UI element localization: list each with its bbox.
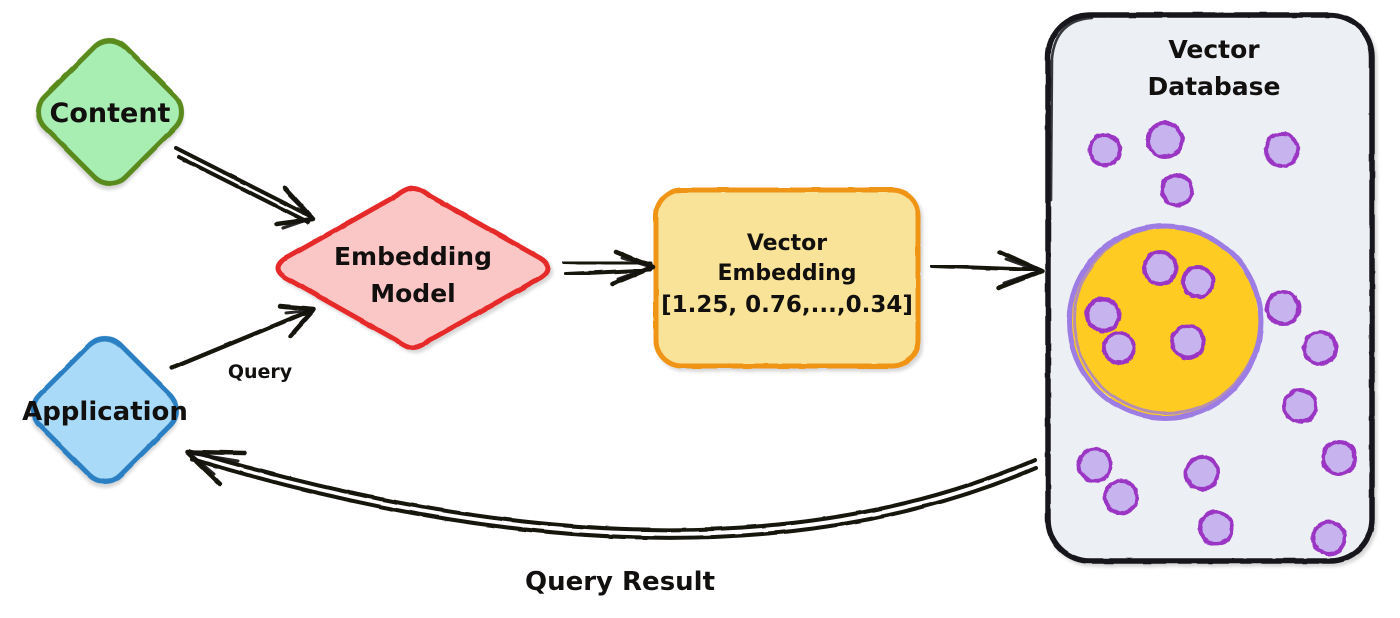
- vector-embedding-shape: [653, 187, 921, 369]
- similarity-circle-outline-2: [1072, 225, 1262, 415]
- vector-blob: [1302, 330, 1338, 366]
- edge-embedding-to-database: [930, 249, 1045, 291]
- vector-embedding-label-line1: Vector: [747, 231, 827, 256]
- edge-label-query: Query: [228, 361, 293, 383]
- edge-application-to-model: Query: [169, 303, 317, 383]
- vector-blob: [1282, 388, 1318, 424]
- vector-blob: [1184, 455, 1220, 491]
- vector-embedding-label-line3: [1.25, 0.76,...,0.34]: [661, 292, 913, 318]
- vector-blob: [1085, 297, 1121, 333]
- vector-blob: [1142, 250, 1178, 286]
- vector-blob: [1160, 173, 1194, 207]
- edge-database-to-application: Query Result: [184, 449, 1038, 597]
- vector-blob: [1181, 265, 1215, 299]
- embedding-model-label-line1: Embedding: [334, 242, 492, 271]
- embedding-model-shape: [275, 185, 551, 351]
- edge-content-to-model: [174, 146, 316, 230]
- content-node[interactable]: Content: [29, 31, 190, 192]
- vector-embedding-label-line2: Embedding: [717, 261, 856, 286]
- content-label: Content: [50, 98, 171, 129]
- vector-blob: [1198, 510, 1234, 546]
- vector-blob: [1088, 133, 1122, 167]
- edge-label-query-result: Query Result: [525, 567, 715, 597]
- vector-blob: [1321, 440, 1357, 476]
- application-node[interactable]: Application: [22, 329, 188, 490]
- vector-blob: [1102, 331, 1136, 365]
- vector-blob: [1311, 520, 1347, 556]
- vector-blob-group: [1077, 121, 1357, 556]
- vector-embedding-node[interactable]: Vector Embedding [1.25, 0.76,...,0.34]: [653, 187, 921, 369]
- embedding-model-label-line2: Model: [370, 279, 455, 308]
- vector-blob: [1103, 479, 1139, 515]
- vector-blob: [1264, 132, 1300, 168]
- edge-model-to-embedding: [562, 249, 656, 287]
- vector-blob: [1077, 447, 1113, 483]
- application-sketch-outline: [35, 339, 121, 400]
- vector-database-sketch-outline: [1049, 16, 1094, 202]
- vector-database-label-line2: Database: [1147, 72, 1280, 101]
- application-label: Application: [22, 397, 188, 427]
- vector-database-label-line1: Vector: [1168, 35, 1260, 64]
- vector-blob: [1146, 121, 1184, 159]
- vector-blob: [1265, 290, 1301, 326]
- vector-blob: [1170, 324, 1206, 360]
- content-sketch-outline: [40, 41, 126, 102]
- embedding-model-node[interactable]: Embedding Model: [275, 185, 551, 351]
